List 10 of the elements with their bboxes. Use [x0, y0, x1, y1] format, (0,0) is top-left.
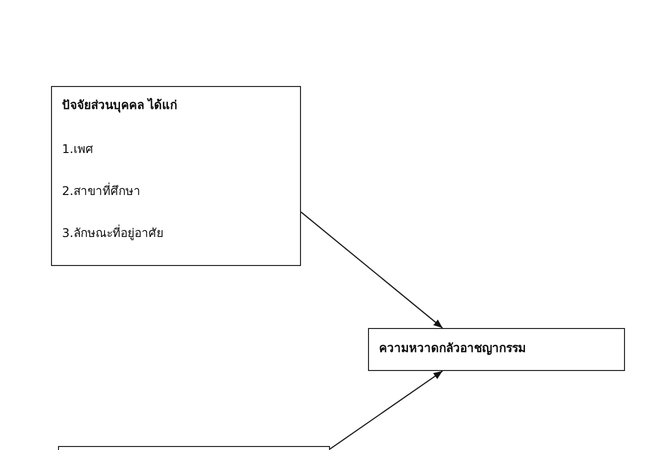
arrow — [330, 370, 443, 450]
list-item: 3.ลักษณะที่อยู่อาศัย — [62, 225, 164, 241]
outcome-box — [368, 328, 625, 371]
empty-box — [58, 446, 330, 450]
heading: ปัจจัยส่วนบุคคล ได้แก่ — [62, 97, 178, 113]
box-label: ความหวาดกลัวอาชญากรรม — [379, 340, 526, 356]
factor-box — [51, 86, 301, 266]
list-item: 2.สาขาที่ศึกษา — [62, 183, 140, 199]
arrow — [300, 212, 443, 328]
list-item: 1.เพศ — [62, 141, 94, 157]
